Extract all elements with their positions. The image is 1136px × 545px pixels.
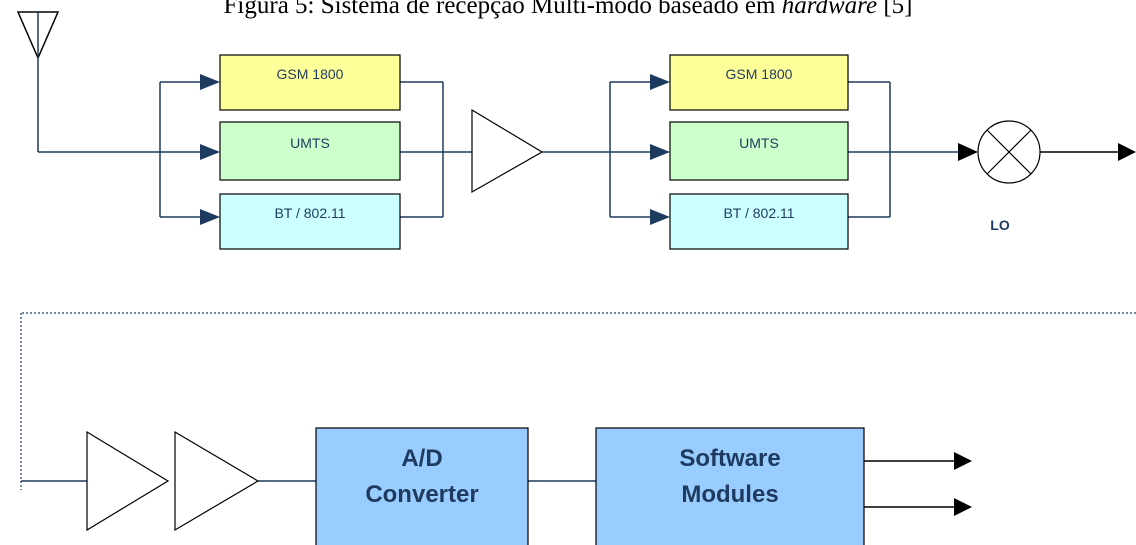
- antenna-icon: [16, 11, 160, 153]
- gsm-filter-2-label: GSM 1800: [726, 66, 793, 82]
- figure-caption: Figura 5: Sistema de recepção Multi-modo…: [0, 0, 1136, 20]
- bt-filter-2: [669, 193, 849, 250]
- software-label-line2: Modules: [681, 481, 778, 508]
- bt-filter-2-label: BT / 802.11: [723, 205, 794, 221]
- filter-bank-1-arrowheads: [200, 74, 220, 225]
- caption-italic: hardware: [781, 0, 878, 19]
- bt-filter-1-label: BT / 802.11: [274, 205, 345, 221]
- software-label-line1: Software: [679, 445, 780, 472]
- filter-bank-1: GSM 1800 UMTS BT / 802.11: [219, 54, 401, 250]
- gsm-filter-1-label: GSM 1800: [277, 66, 344, 82]
- filter-bank-2-arrowheads: [650, 74, 670, 225]
- caption-prefix: Figura 5: Sistema de recepção Multi-modo…: [223, 0, 782, 19]
- output-arrowhead-2: [954, 498, 972, 516]
- gsm-filter-1: [219, 54, 401, 111]
- caption-suffix: [5]: [877, 0, 913, 19]
- adc-label-line2: Converter: [365, 481, 478, 508]
- gsm-filter-2: [669, 54, 849, 111]
- adc-block: A/D Converter: [315, 427, 529, 545]
- mixer-input-arrowhead: [958, 143, 978, 161]
- bt-filter-1: [219, 193, 401, 250]
- amplifier-3: [174, 430, 260, 532]
- software-modules-block: Software Modules: [595, 427, 865, 545]
- adc-label-line1: A/D: [401, 445, 442, 472]
- umts-filter-2: [669, 121, 849, 181]
- umts-filter-1-label: UMTS: [290, 135, 330, 151]
- dotted-connector: [20, 312, 1136, 490]
- filter-bank-2: GSM 1800 UMTS BT / 802.11: [669, 54, 849, 250]
- lo-label: LO: [990, 217, 1010, 233]
- filter-bank-2-wiring: [609, 81, 962, 218]
- mixer: LO: [958, 120, 1136, 233]
- output-arrowhead-1: [954, 452, 972, 470]
- amplifier-1: [471, 108, 610, 194]
- software-outputs: [864, 452, 972, 516]
- mixer-output-arrowhead: [1118, 143, 1136, 161]
- umts-filter-1: [219, 121, 401, 181]
- amplifier-2: [86, 430, 170, 532]
- umts-filter-2-label: UMTS: [739, 135, 779, 151]
